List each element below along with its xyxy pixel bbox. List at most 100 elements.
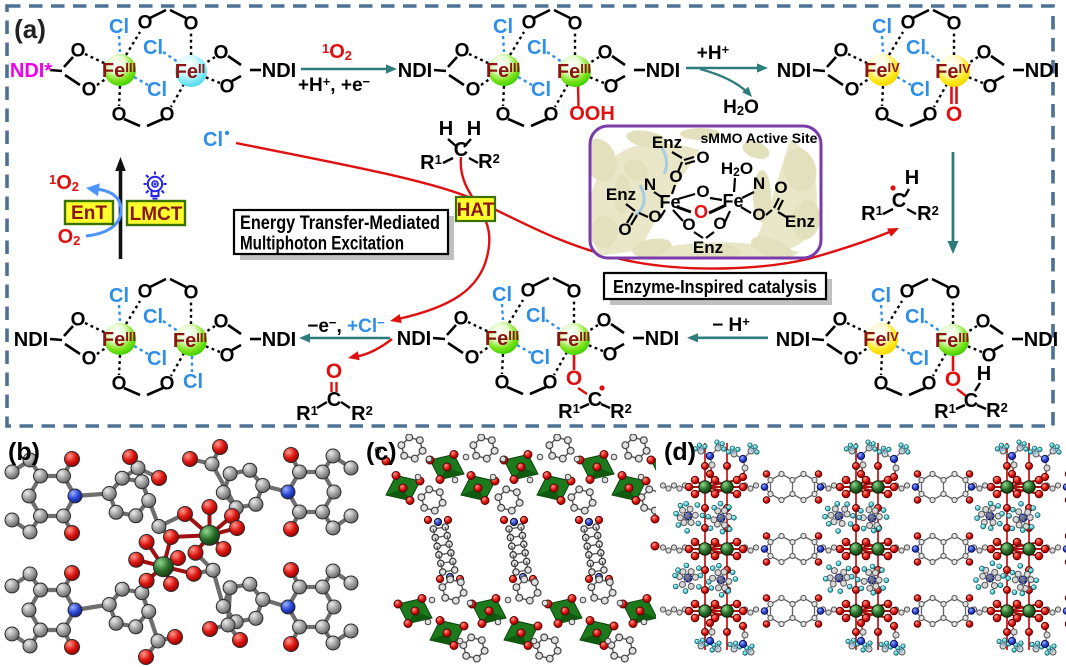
svg-text:H: H bbox=[977, 363, 991, 385]
svg-text:C: C bbox=[892, 190, 906, 212]
svg-text:O: O bbox=[160, 105, 175, 126]
svg-text:O: O bbox=[214, 43, 229, 64]
svg-text:1O2: 1O2 bbox=[49, 172, 79, 194]
svg-text:NDI: NDI bbox=[1025, 60, 1059, 82]
svg-text:O: O bbox=[220, 346, 235, 367]
svg-text:C: C bbox=[588, 389, 602, 411]
svg-text:(d): (d) bbox=[664, 438, 696, 466]
svg-text:O: O bbox=[682, 215, 695, 234]
svg-text:O: O bbox=[844, 349, 859, 370]
svg-text:O: O bbox=[112, 374, 127, 395]
svg-text:O: O bbox=[696, 148, 709, 167]
svg-text:NDI: NDI bbox=[14, 329, 48, 351]
svg-text:+H+, +e−: +H+, +e− bbox=[298, 74, 371, 96]
svg-text:O: O bbox=[566, 367, 582, 390]
svg-text:O: O bbox=[874, 374, 889, 395]
svg-text:Fe: Fe bbox=[722, 191, 743, 211]
svg-text:Enz: Enz bbox=[652, 133, 682, 152]
svg-text:O: O bbox=[833, 310, 848, 331]
svg-text:O: O bbox=[752, 205, 765, 224]
svg-text:O: O bbox=[694, 202, 708, 222]
svg-text:O: O bbox=[160, 374, 175, 395]
svg-text:O: O bbox=[834, 41, 849, 62]
svg-text:O: O bbox=[544, 105, 559, 126]
svg-text:O: O bbox=[214, 312, 229, 333]
svg-text:O: O bbox=[496, 105, 511, 126]
svg-text:O: O bbox=[466, 80, 481, 101]
svg-text:(c): (c) bbox=[366, 438, 397, 466]
svg-text:O: O bbox=[543, 373, 558, 394]
svg-text:NDI: NDI bbox=[1024, 329, 1058, 351]
svg-text:sMMO Active Site: sMMO Active Site bbox=[701, 130, 818, 146]
svg-text:O: O bbox=[696, 182, 709, 201]
svg-text:Cl: Cl bbox=[905, 306, 925, 328]
svg-text:NDI: NDI bbox=[776, 329, 810, 351]
svg-text:O: O bbox=[713, 214, 726, 233]
svg-text:C: C bbox=[454, 139, 468, 161]
svg-text:Cl: Cl bbox=[143, 37, 163, 59]
svg-text:O: O bbox=[977, 43, 992, 64]
svg-text:FeII: FeII bbox=[175, 61, 206, 83]
svg-text:Cl: Cl bbox=[183, 371, 203, 393]
svg-text:− H+: − H+ bbox=[712, 314, 750, 336]
svg-text:O: O bbox=[522, 13, 537, 34]
svg-text:O: O bbox=[604, 77, 619, 98]
svg-text:O: O bbox=[326, 360, 342, 383]
svg-text:O: O bbox=[982, 346, 997, 367]
svg-text:(b): (b) bbox=[8, 438, 40, 466]
svg-text:O: O bbox=[138, 282, 153, 303]
svg-text:Cl: Cl bbox=[109, 16, 129, 38]
svg-text:Cl: Cl bbox=[147, 348, 167, 370]
svg-text:Cl: Cl bbox=[909, 348, 929, 370]
svg-text:O: O bbox=[567, 282, 582, 303]
svg-text:O: O bbox=[901, 13, 916, 34]
svg-text:O: O bbox=[138, 13, 153, 34]
svg-text:O: O bbox=[455, 41, 470, 62]
svg-text:N: N bbox=[644, 175, 656, 194]
svg-text:O: O bbox=[597, 311, 612, 332]
svg-text:H: H bbox=[905, 167, 919, 189]
svg-text:Cl: Cl bbox=[109, 285, 129, 307]
svg-text:H2O: H2O bbox=[723, 97, 759, 118]
svg-text:H2O: H2O bbox=[721, 159, 753, 179]
svg-text:NDI: NDI bbox=[398, 60, 432, 82]
svg-text:Cl: Cl bbox=[493, 16, 513, 38]
svg-text:O: O bbox=[983, 77, 998, 98]
svg-text:Cl: Cl bbox=[906, 37, 926, 59]
svg-text:Cl: Cl bbox=[143, 306, 163, 328]
svg-text:Cl: Cl bbox=[531, 79, 551, 101]
svg-text:NDI: NDI bbox=[646, 60, 680, 82]
svg-text:(a): (a) bbox=[14, 14, 46, 44]
svg-text:O: O bbox=[875, 105, 890, 126]
svg-text:NDI: NDI bbox=[262, 329, 296, 351]
svg-text:Cl: Cl bbox=[527, 37, 547, 59]
svg-text:O: O bbox=[568, 14, 583, 35]
svg-text:Enzyme-Inspired catalysis: Enzyme-Inspired catalysis bbox=[613, 276, 817, 297]
svg-text:O: O bbox=[112, 105, 127, 126]
svg-text:OOH: OOH bbox=[569, 103, 615, 125]
svg-text:O: O bbox=[923, 105, 938, 126]
svg-text:O: O bbox=[521, 281, 536, 302]
svg-text:Fe: Fe bbox=[659, 192, 680, 212]
svg-text:O: O bbox=[465, 348, 480, 369]
svg-text:O: O bbox=[845, 80, 860, 101]
svg-text:Cl: Cl bbox=[910, 79, 930, 101]
svg-text:EnT: EnT bbox=[71, 203, 107, 224]
svg-text:NDI: NDI bbox=[262, 60, 296, 82]
svg-text:H: H bbox=[439, 118, 453, 140]
svg-text:Enz: Enz bbox=[606, 185, 636, 204]
svg-text:O: O bbox=[184, 283, 199, 304]
svg-text:O: O bbox=[648, 207, 661, 226]
svg-text:Enz: Enz bbox=[785, 212, 815, 231]
svg-text:O: O bbox=[82, 80, 97, 101]
svg-text:Cl: Cl bbox=[147, 79, 167, 101]
svg-text:C: C bbox=[964, 390, 978, 412]
svg-text:O: O bbox=[82, 349, 97, 370]
svg-text:NDI: NDI bbox=[645, 328, 679, 350]
svg-text:Enz: Enz bbox=[693, 238, 723, 257]
svg-text:O: O bbox=[947, 14, 962, 35]
svg-text:O: O bbox=[774, 178, 787, 197]
svg-text:O: O bbox=[495, 373, 510, 394]
svg-text:O: O bbox=[946, 283, 961, 304]
svg-text:O: O bbox=[945, 368, 961, 391]
